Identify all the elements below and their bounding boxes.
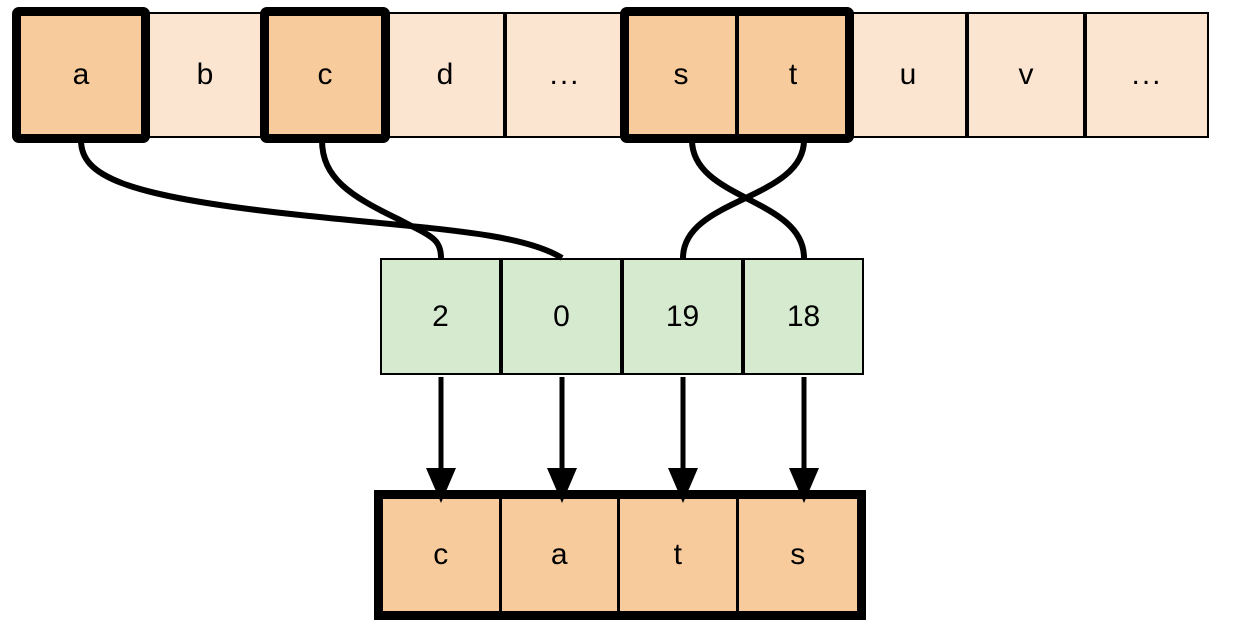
alphabet-cell-label: ... — [1131, 58, 1163, 91]
output-cell-label: s — [790, 538, 806, 571]
index-cell-0[interactable]: 2 — [380, 258, 501, 375]
alphabet-cell-c[interactable]: c — [265, 12, 385, 138]
alphabet-cell-ellipsis-9[interactable]: ... — [1085, 12, 1209, 138]
index-cell-2[interactable]: 19 — [622, 258, 743, 375]
output-cell-1[interactable]: a — [501, 499, 620, 611]
alphabet-cell-ellipsis-4[interactable]: ... — [505, 12, 625, 138]
output-cell-label: t — [673, 538, 682, 571]
index-cell-3[interactable]: 18 — [743, 258, 864, 375]
curve-c-to-2 — [319, 139, 444, 259]
alphabet-cell-label: t — [788, 58, 798, 91]
index-cell-1[interactable]: 0 — [501, 258, 622, 375]
index-cell-value: 18 — [786, 299, 821, 333]
curve-s-to-18 — [689, 139, 807, 259]
alphabet-cell-label: c — [317, 58, 333, 91]
alphabet-cell-label: s — [673, 58, 689, 91]
alphabet-cell-label: b — [196, 58, 214, 91]
alphabet-cell-label: u — [899, 58, 917, 91]
alphabet-cell-label: a — [72, 58, 90, 91]
alphabet-cell-label: d — [436, 58, 454, 91]
alphabet-cell-label: v — [1018, 58, 1034, 91]
output-cell-2[interactable]: t — [620, 499, 739, 611]
index-cell-value: 19 — [665, 299, 700, 333]
alphabet-cell-u[interactable]: u — [849, 12, 967, 138]
output-cell-label: a — [550, 538, 568, 571]
index-cell-value: 0 — [553, 299, 570, 333]
alphabet-cell-label: ... — [549, 58, 581, 91]
alphabet-cell-a[interactable]: a — [17, 12, 145, 138]
alphabet-cell-s[interactable]: s — [625, 12, 737, 138]
index-cell-value: 2 — [432, 299, 449, 333]
output-cell-0[interactable]: c — [383, 499, 502, 611]
output-cell-label: c — [433, 538, 449, 571]
alphabet-cell-t[interactable]: t — [737, 12, 849, 138]
alphabet-cell-v[interactable]: v — [967, 12, 1085, 138]
alphabet-cell-b[interactable]: b — [145, 12, 265, 138]
output-cell-3[interactable]: s — [738, 499, 857, 611]
alphabet-cell-d[interactable]: d — [385, 12, 505, 138]
curve-t-to-19 — [680, 139, 807, 259]
curve-a-to-0 — [78, 139, 564, 261]
